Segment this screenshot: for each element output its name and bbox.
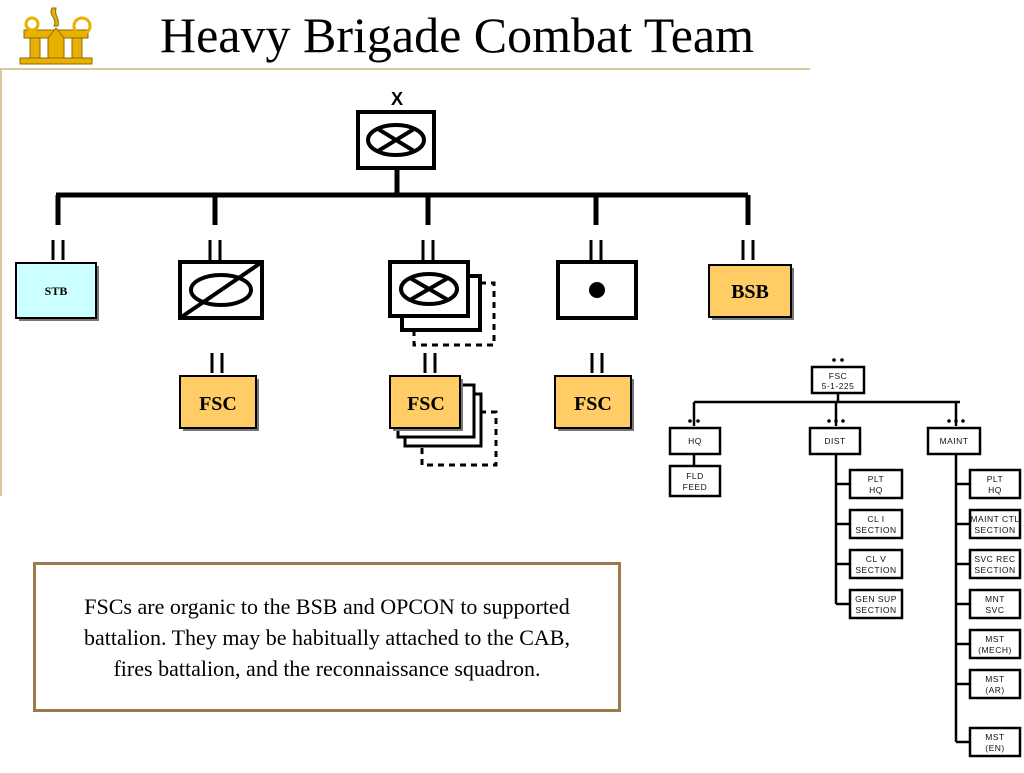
battalion-marks (51, 240, 755, 260)
bsb-label: BSB (731, 281, 769, 303)
maint-child-7-line1: MST (985, 732, 1004, 742)
maint-child-5-line2: (MECH) (978, 645, 1012, 655)
combined-arms-battalion-symbol (388, 260, 496, 347)
maint-child-7-line2: (EN) (985, 743, 1004, 753)
fsc-unit-symbol-3 (554, 375, 634, 431)
maint-child-1-line1: PLT (987, 474, 1003, 484)
fsc-unit-symbol-2 (389, 375, 498, 467)
fires-battalion-symbol (556, 260, 638, 320)
stb-unit-symbol (15, 262, 99, 321)
top-divider (0, 68, 810, 70)
fsc-label-1: FSC (199, 393, 237, 415)
dist-child-1-line2: HQ (869, 485, 883, 495)
maint-child-2-line2: SECTION (974, 525, 1015, 535)
hq-child-line1: FLD (686, 471, 704, 481)
cavalry-squadron-symbol (178, 260, 264, 320)
fsc-hq-label: HQ (688, 436, 702, 446)
fsc-label-3: FSC (574, 393, 612, 415)
fsc-maint-label: MAINT (940, 436, 969, 446)
fsc-unit-symbol-1 (179, 375, 259, 431)
left-divider (0, 68, 2, 496)
dist-child-3-line2: SECTION (855, 565, 896, 575)
slide-title: Heavy Brigade Combat Team (160, 7, 755, 63)
maint-child-4-line2: SVC (986, 605, 1005, 615)
dist-child-3-line1: CL V (866, 554, 887, 564)
fsc-root-line1: FSC (829, 371, 848, 381)
maint-child-5-line1: MST (985, 634, 1004, 644)
maint-child-2-line1: MAINT CTL (970, 514, 1019, 524)
dist-child-2-line1: CL I (867, 514, 884, 524)
fsc-dist-label: DIST (824, 436, 845, 446)
maint-child-3-line2: SECTION (974, 565, 1015, 575)
dist-child-4-line1: GEN SUP (855, 594, 897, 604)
hq-child-line2: FEED (683, 482, 708, 492)
dist-child-2-line2: SECTION (855, 525, 896, 535)
brigade-hq-symbol (356, 110, 436, 170)
fsc-label-2: FSC (407, 393, 445, 415)
maint-child-1-line2: HQ (988, 485, 1002, 495)
maint-child-4-line1: MNT (985, 594, 1005, 604)
army-logo (14, 6, 98, 71)
maint-child-6-line2: (AR) (985, 685, 1004, 695)
dist-child-4-line2: SECTION (855, 605, 896, 615)
fsc-note-box: FSCs are organic to the BSB and OPCON to… (33, 562, 621, 712)
maint-child-3-line1: SVC REC (974, 554, 1015, 564)
brigade-echelon-mark: X (391, 89, 403, 109)
maint-child-6-line1: MST (985, 674, 1004, 684)
fsc-root-line2: 5-1-225 (822, 381, 855, 391)
brigade-connectors (55, 168, 751, 225)
dist-child-1-line1: PLT (868, 474, 884, 484)
bsb-unit-symbol (708, 264, 794, 320)
stb-label: STB (45, 284, 68, 298)
fsc-detail-chart: FSC 5-1-225 HQ DIST MAINT FLD FEED PLT H… (658, 352, 1024, 768)
fsc-note-text: FSCs are organic to the BSB and OPCON to… (84, 593, 570, 681)
